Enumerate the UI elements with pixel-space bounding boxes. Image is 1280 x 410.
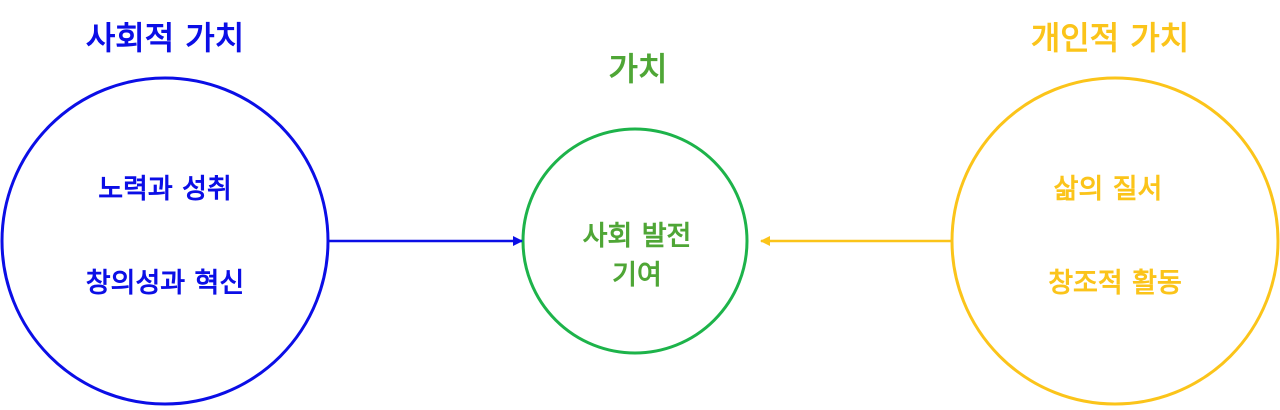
social-value-title: 사회적 가치 — [85, 19, 245, 57]
personal-value-circle — [950, 76, 1280, 406]
social-value-circle — [0, 76, 330, 406]
personal-value-title: 개인적 가치 — [1030, 19, 1190, 57]
social-item-effort-achievement: 노력과 성취 — [98, 174, 232, 206]
social-item-creativity-innovation: 창의성과 혁신 — [85, 268, 245, 300]
personal-item-quality-of-life: 삶의 질서 — [1053, 174, 1163, 206]
value-item-social-development: 사회 발전 — [582, 221, 692, 253]
personal-item-creative-activity: 창조적 활동 — [1048, 268, 1182, 300]
value-title: 가치 — [608, 50, 668, 88]
value-item-contribution: 기여 — [612, 260, 662, 292]
value-circle — [521, 127, 749, 355]
